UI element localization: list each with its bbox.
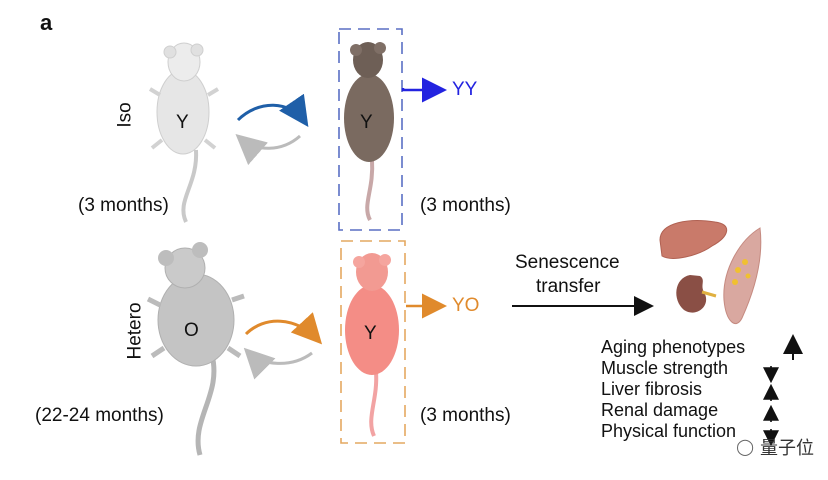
watermark: ◯ 量子位 — [736, 434, 814, 460]
outcome-liver: Liver fibrosis — [601, 379, 703, 399]
hetero-donor-mouse — [146, 242, 245, 456]
transfer-label-line2: transfer — [536, 276, 601, 297]
iso-donor-mouse — [148, 42, 220, 223]
liver-icon — [659, 220, 728, 259]
hetero-forward-arrow — [244, 312, 323, 345]
panel-label: a — [40, 10, 53, 35]
iso-recipient-letter: Y — [360, 112, 373, 133]
hetero-donor-letter: O — [184, 320, 199, 341]
outcome-function: Physical function — [601, 421, 737, 441]
iso-result-arrow — [401, 77, 447, 103]
muscle-icon — [723, 227, 762, 324]
iso-donor-letter: Y — [176, 112, 189, 133]
outcome-list: Aging phenotypes Muscle strength Liver f… — [601, 337, 745, 442]
hetero-recipient-letter: Y — [364, 323, 377, 344]
hetero-donor-age: (22-24 months) — [35, 405, 164, 426]
hetero-return-arrow — [243, 347, 313, 380]
hetero-result-label: YO — [452, 295, 480, 316]
iso-label: Iso — [114, 102, 136, 128]
iso-recipient-age: (3 months) — [420, 195, 511, 216]
iso-donor-age: (3 months) — [78, 195, 169, 216]
hetero-recipient-mouse — [345, 253, 399, 437]
iso-result-label: YY — [452, 79, 478, 100]
iso-return-arrow — [235, 134, 301, 166]
watermark-text: 量子位 — [760, 438, 814, 458]
outcome-muscle: Muscle strength — [601, 358, 729, 378]
iso-recipient-mouse — [344, 42, 394, 221]
outcome-aging: Aging phenotypes — [601, 337, 746, 357]
kidney-icon — [676, 275, 717, 313]
transfer-label-line1: Senescence — [515, 252, 620, 273]
iso-forward-arrow — [236, 93, 309, 127]
wechat-icon: ◯ — [736, 439, 754, 456]
hetero-recipient-age: (3 months) — [420, 405, 511, 426]
outcome-renal: Renal damage — [601, 400, 719, 420]
hetero-label: Hetero — [124, 302, 146, 360]
iso-recipient-box — [338, 28, 403, 231]
